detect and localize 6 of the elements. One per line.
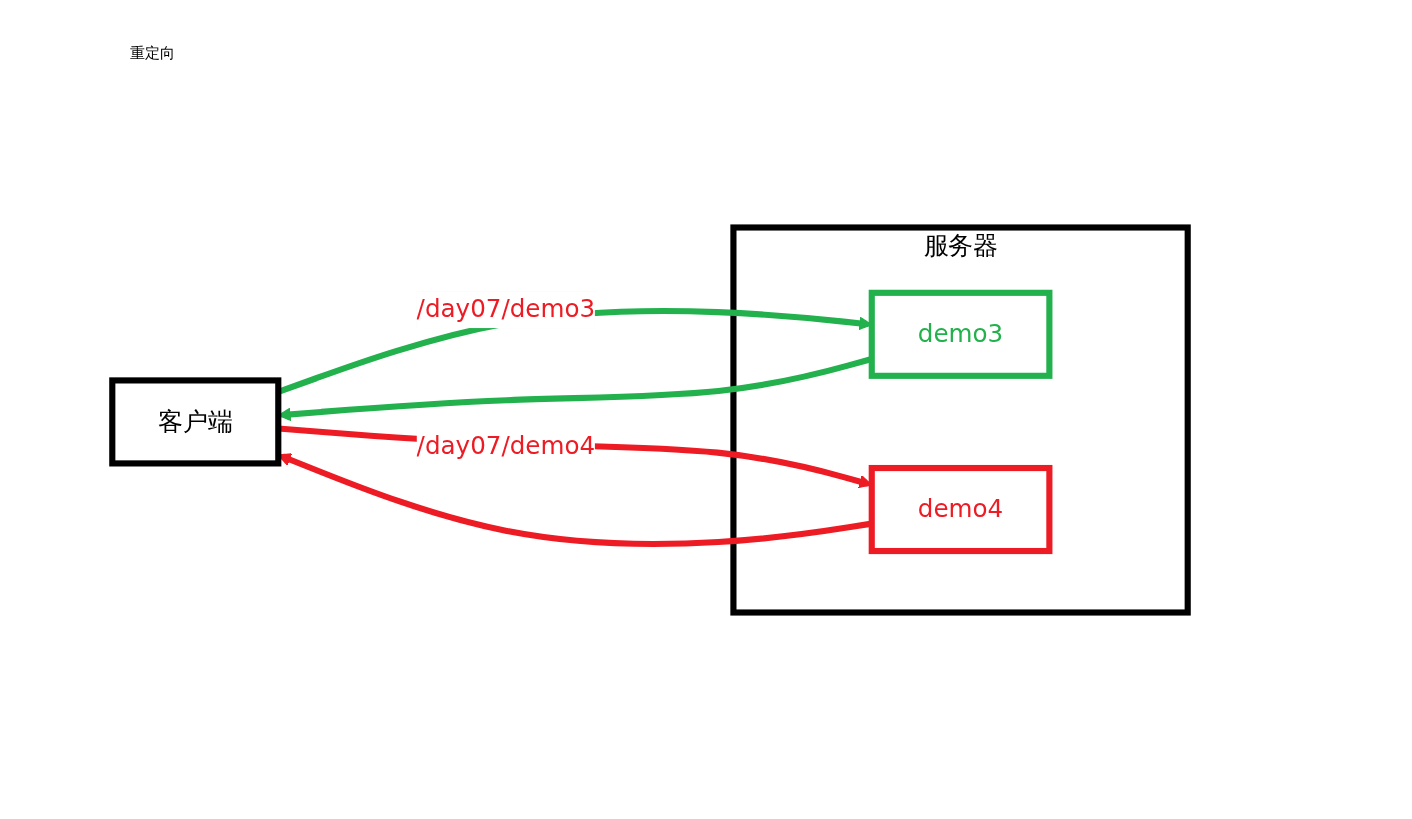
node-box: demo3: [868, 289, 1053, 379]
node-box: demo4: [868, 464, 1053, 555]
edge-label: /day07/demo3: [416, 294, 596, 324]
edge-label: /day07/demo4: [416, 431, 596, 461]
node-box: 客户端: [109, 377, 282, 467]
diagram-title: 重定向: [130, 44, 175, 63]
